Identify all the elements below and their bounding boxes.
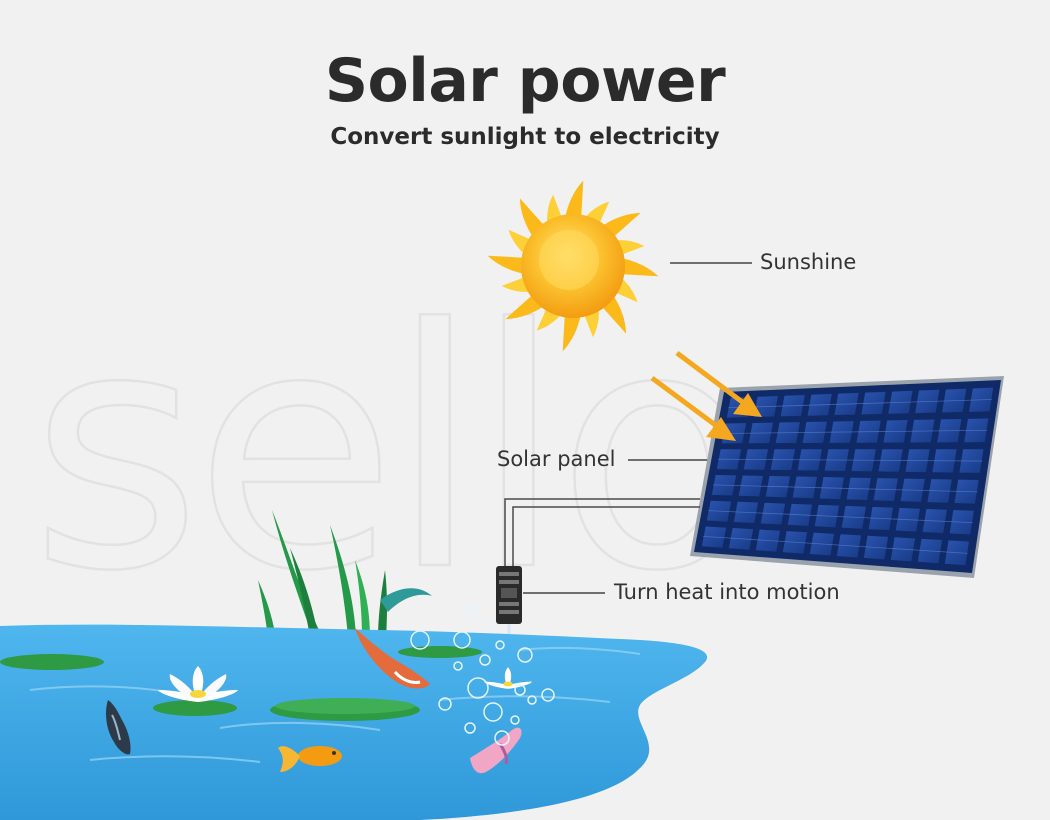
sunshine-label: Sunshine <box>760 250 857 274</box>
page-subtitle: Convert sunlight to electricity <box>330 124 720 150</box>
koi-fish-icon <box>355 628 430 689</box>
bubble-icon <box>410 605 555 746</box>
page-title: Solar power <box>324 46 726 116</box>
power-cable <box>504 498 700 568</box>
water-ripples <box>29 646 641 763</box>
pond-water <box>0 624 708 820</box>
goldfish-icon <box>278 746 342 772</box>
water-lily-icon <box>158 666 238 702</box>
solar-panel-label: Solar panel <box>497 447 616 471</box>
watermark: sello <box>30 259 750 643</box>
reed-icon <box>258 510 432 640</box>
motor-label: Turn heat into motion <box>614 580 840 604</box>
sun-icon <box>487 180 659 352</box>
sun-ray-arrow-icon <box>650 351 762 441</box>
koi-fish-icon <box>106 700 131 755</box>
solar-panel-icon <box>690 376 1004 578</box>
